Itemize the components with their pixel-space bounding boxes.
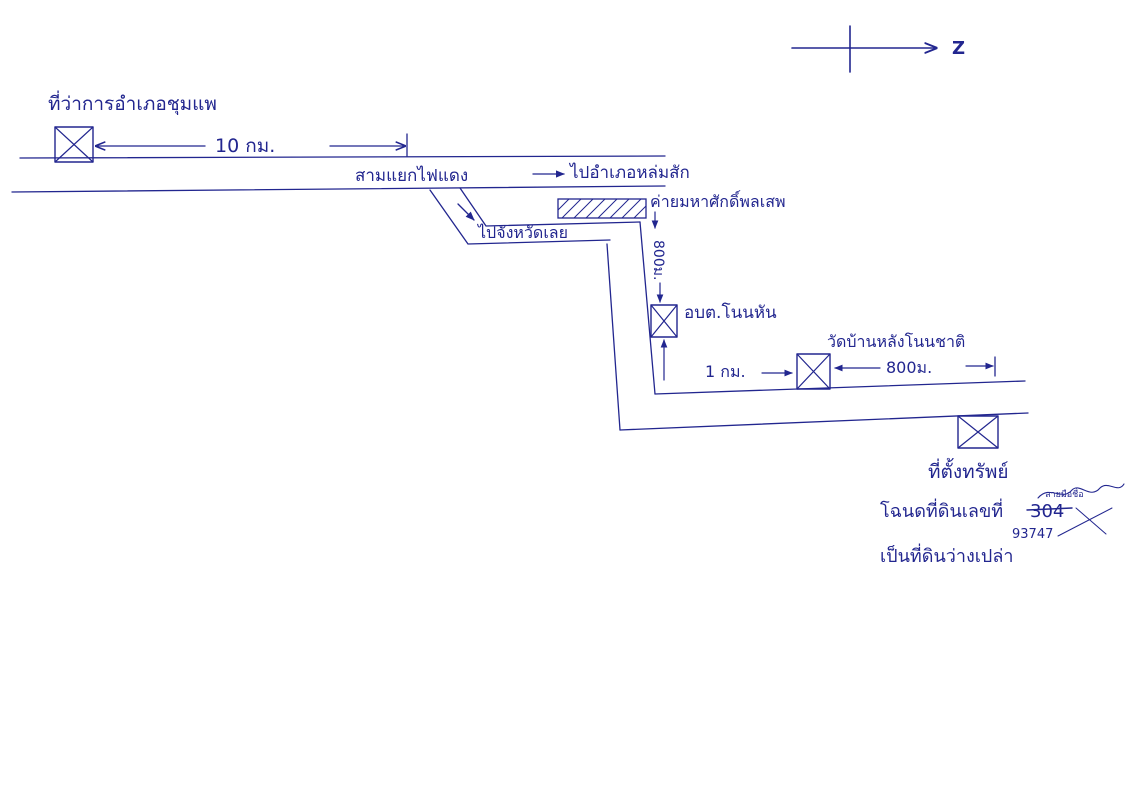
camp-area (557, 198, 647, 219)
branch-road-loei (429, 187, 641, 245)
camp-label: ค่ายมหาศักดิ์พลเสพ (650, 190, 786, 211)
land-type-label: เป็นที่ดินว่างเปล่า (880, 543, 1013, 567)
title-deed-label: โฉนดที่ดินเลขที่ (880, 498, 1003, 522)
strike-line (1026, 507, 1073, 511)
to-lom-sak-label: ไปอำเภอหล่มสัก (568, 162, 690, 183)
distance-800m-vertical-arrows (651, 211, 664, 303)
temple-marker (796, 353, 831, 390)
signature-scribble (1037, 483, 1125, 537)
property-location-label: ที่ตั้งทรัพย์ (928, 458, 1009, 483)
deed-number-struck: 304 (1030, 501, 1064, 522)
traffic-light-junction-label: สามแยกไฟแดง (355, 165, 468, 186)
sao-marker (650, 304, 678, 338)
vertical-road (606, 221, 656, 431)
district-office-marker (54, 126, 94, 163)
main-road (11, 155, 666, 193)
north-arrow-icon (791, 25, 936, 73)
signature-text: ลายมือชื่อ (1045, 487, 1084, 500)
to-loei-label: ไปจังหวัดเลย (476, 223, 568, 242)
distance-800m-label: 800ม. (886, 358, 932, 377)
temple-label: วัดบ้านหลังโนนชาติ (827, 332, 965, 351)
property-marker (957, 415, 999, 449)
distance-10km-label: 10 กม. (215, 135, 275, 157)
distance-800m-vertical-label: 800ม. (650, 240, 666, 280)
distance-800m-arrow-right-icon (965, 356, 996, 377)
deed-number-corrected: 93747 (1012, 527, 1053, 542)
sao-label: อบต.โนนหัน (684, 302, 777, 323)
to-loei-arrow-icon (457, 203, 475, 221)
compass-label: Z (952, 38, 965, 59)
distance-1km-label: 1 กม. (705, 362, 746, 381)
distance-10km-arrows (96, 133, 408, 157)
district-office-label: ที่ว่าการอำเภอชุมแพ (48, 90, 217, 116)
